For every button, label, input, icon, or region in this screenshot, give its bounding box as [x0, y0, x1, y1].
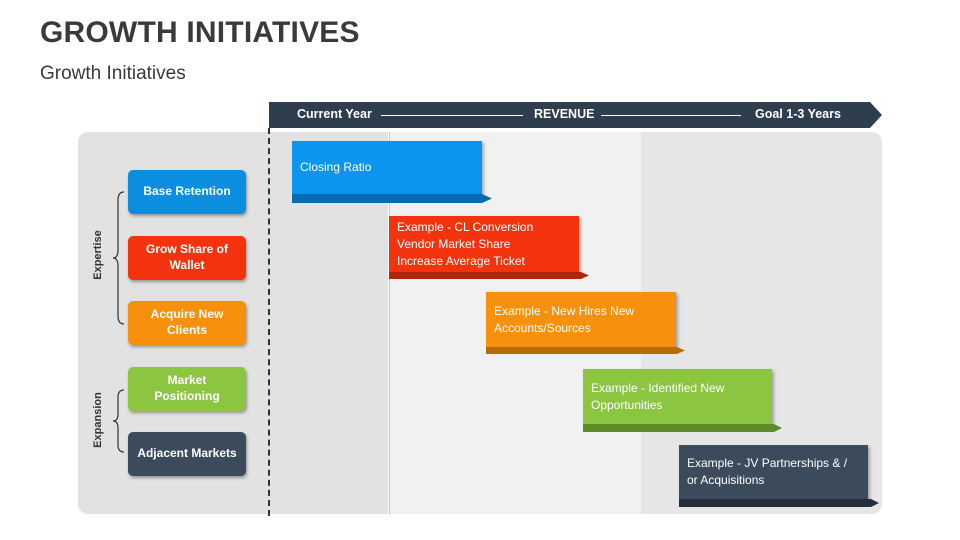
category-label: Grow Share of Wallet — [145, 242, 228, 272]
category-label: Acquire New Clients — [150, 307, 224, 337]
category-base-retention: Base Retention — [128, 170, 246, 214]
step-underline-arrow — [292, 194, 492, 203]
expansion-brace — [112, 389, 125, 453]
step-line: Accounts/Sources — [494, 320, 591, 335]
step-card-closing-ratio: Closing Ratio — [292, 141, 492, 203]
step-line: or Acquisitions — [687, 473, 765, 487]
category-label: Market Positioning — [154, 373, 220, 403]
step-card-jv-partnerships: Example - JV Partnerships & / or Acquisi… — [679, 445, 879, 508]
step-line: Example - JV Partnerships & / — [687, 456, 848, 470]
step-underline-arrow — [389, 272, 589, 279]
expertise-brace — [112, 191, 125, 325]
step-card-body: Closing Ratio — [292, 141, 482, 194]
step-line: Closing Ratio — [300, 160, 372, 174]
step-line: Example - New Hires New — [494, 303, 635, 318]
category-market-positioning: Market Positioning — [128, 367, 246, 411]
step-line: Example - CL Conversion — [397, 219, 534, 234]
step-line: Example - Identified New — [591, 380, 725, 395]
timeline-start-label: Current Year — [297, 107, 372, 121]
timeline-line-right — [601, 115, 741, 116]
step-card-identified-opportunities: Example - Identified New Opportunities — [583, 369, 782, 432]
step-card-new-hires: Example - New Hires New Accounts/Sources — [486, 292, 685, 354]
category-label: Base Retention — [143, 184, 231, 199]
step-card-body: Example - JV Partnerships & / or Acquisi… — [679, 445, 868, 499]
step-card-body: Example - New Hires New Accounts/Sources — [486, 292, 676, 347]
timeline-end-label: Goal 1-3 Years — [755, 107, 841, 121]
step-card-body: Example - Identified New Opportunities — [583, 369, 772, 424]
step-card-body: Example - CL Conversion Vendor Market Sh… — [389, 216, 579, 272]
step-line: Opportunities — [591, 397, 663, 412]
category-label: Adjacent Markets — [137, 446, 237, 461]
page-title: GROWTH INITIATIVES — [40, 16, 360, 49]
category-grow-share-of-wallet: Grow Share of Wallet — [128, 236, 246, 280]
step-card-cl-conversion: Example - CL Conversion Vendor Market Sh… — [389, 216, 589, 279]
timeline-arrow-shape — [269, 102, 882, 128]
step-line: Vendor Market Share — [397, 236, 511, 251]
step-underline-arrow — [583, 424, 782, 432]
category-acquire-new-clients: Acquire New Clients — [128, 301, 246, 345]
timeline-middle-label: REVENUE — [534, 107, 595, 121]
page-subtitle: Growth Initiatives — [40, 63, 186, 84]
step-underline-arrow — [679, 499, 879, 507]
revenue-timeline-arrow: Current Year REVENUE Goal 1-3 Years — [269, 102, 882, 128]
expansion-group-label: Expansion — [92, 392, 104, 448]
timeline-line-left — [381, 115, 523, 116]
expertise-group-label: Expertise — [92, 230, 104, 280]
category-adjacent-markets: Adjacent Markets — [128, 432, 246, 476]
step-underline-arrow — [486, 347, 685, 354]
step-line: Increase Average Ticket — [397, 253, 525, 268]
current-year-divider — [268, 128, 270, 516]
